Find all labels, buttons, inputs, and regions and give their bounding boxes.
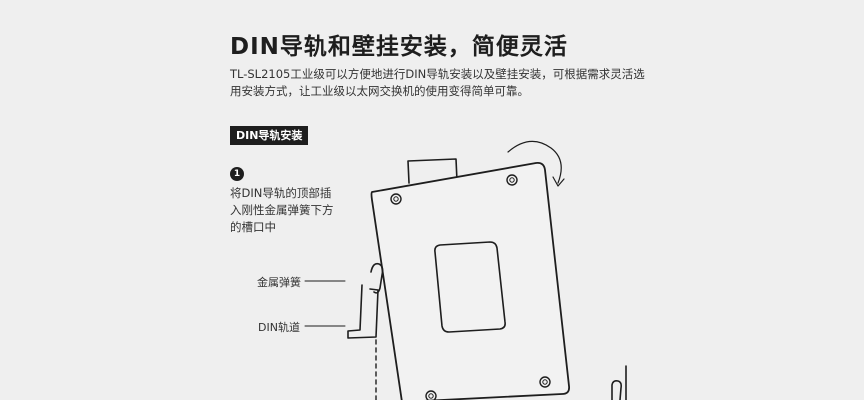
screw-hole-top-left: [390, 193, 402, 205]
device-top-tab: [407, 158, 458, 184]
metal-spring-clip: [370, 262, 384, 294]
rotation-arrowhead: [552, 176, 565, 187]
din-rail-profile: [347, 284, 379, 339]
device-body: [370, 161, 571, 400]
spring-label: 金属弹簧: [257, 276, 301, 289]
step-text-line-1: 将DIN导轨的顶部插: [230, 186, 332, 200]
description: TL-SL2105工业级可以方便地进行DIN导轨安装以及壁挂安装，可根据需求灵活…: [230, 66, 660, 100]
page-title: DIN导轨和壁挂安装，简便灵活: [230, 34, 568, 60]
rotation-arrow: [507, 140, 562, 184]
description-line-1: TL-SL2105工业级可以方便地进行DIN导轨安装以及壁挂安装，可根据需求灵活…: [230, 67, 645, 81]
step-instruction: 将DIN导轨的顶部插 入刚性金属弹簧下方 的槽口中: [230, 185, 380, 236]
second-device-edge: [611, 380, 622, 400]
step-number-badge: 1: [230, 167, 244, 181]
section-tag-din: DIN导轨安装: [230, 126, 309, 145]
description-line-2: 用安装方式，让工业级以太网交换机的使用变得简单可靠。: [230, 84, 529, 98]
device-label-window: [434, 241, 506, 333]
step-text-line-3: 的槽口中: [230, 220, 276, 234]
screw-hole-top-right: [506, 174, 518, 186]
step-text-line-2: 入刚性金属弹簧下方: [230, 203, 334, 217]
screw-hole-bottom-left: [425, 390, 437, 400]
rail-label: DIN轨道: [258, 321, 300, 334]
screw-hole-bottom-right: [539, 376, 551, 388]
